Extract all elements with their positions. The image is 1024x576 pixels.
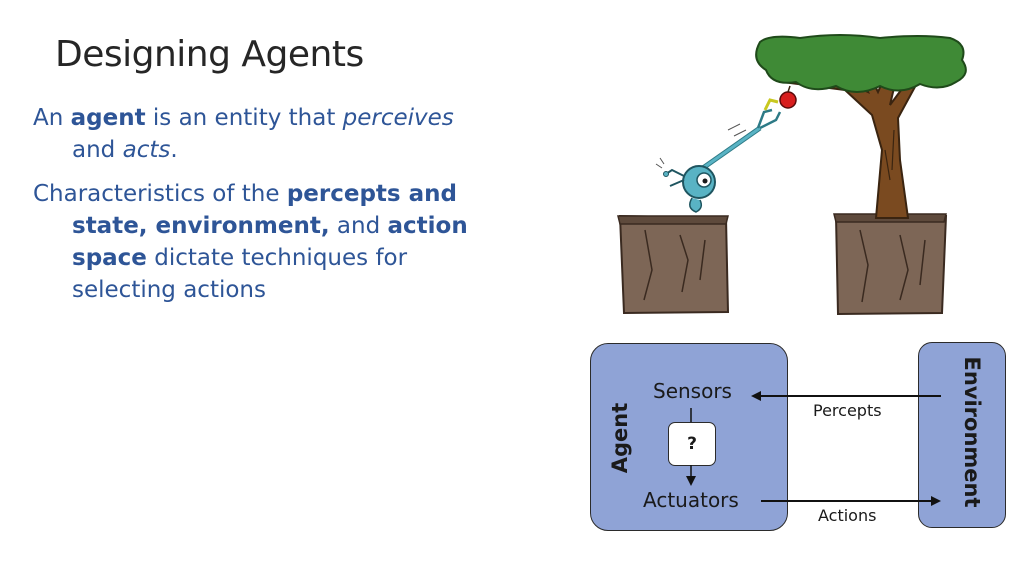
actuators-label: Actuators	[643, 488, 739, 512]
slide-title: Designing Agents	[55, 34, 364, 75]
italic-term-perceives: perceives	[342, 105, 454, 131]
left-cliff-icon	[617, 214, 730, 315]
sensors-label: Sensors	[653, 379, 732, 403]
diagram-arrows	[686, 391, 941, 506]
text-run: .	[170, 137, 178, 163]
robot-reaching-apple-illustration	[617, 34, 967, 316]
slide-body: An agent is an entity that perceives and…	[33, 102, 483, 318]
tree-icon	[755, 34, 967, 219]
percepts-label: Percepts	[813, 401, 882, 420]
italic-term-acts: acts	[122, 137, 171, 163]
bold-term-agent: agent	[70, 105, 146, 131]
text-run: and	[329, 213, 388, 239]
actions-label: Actions	[818, 506, 877, 525]
bold-term-percepts: percepts and state, environment,	[72, 181, 457, 239]
right-cliff-icon	[833, 213, 948, 316]
unknown-function-box: ?	[668, 422, 716, 466]
robot-icon	[655, 98, 782, 213]
agent-environment-diagram: Agent Environment Sensors Actuators ? Pe…	[585, 338, 1015, 538]
text-run: is an entity that	[145, 105, 343, 131]
text-run: Characteristics of the	[33, 181, 287, 207]
paragraph-characteristics: Characteristics of the percepts and stat…	[33, 178, 483, 306]
text-run: An	[33, 105, 71, 131]
text-run: dictate techniques for selecting actions	[72, 245, 408, 303]
bold-term-action-space: action space	[72, 213, 468, 271]
apple-icon	[779, 85, 797, 109]
paragraph-agent-definition: An agent is an entity that perceives and…	[33, 102, 483, 166]
text-run: and	[72, 137, 123, 163]
